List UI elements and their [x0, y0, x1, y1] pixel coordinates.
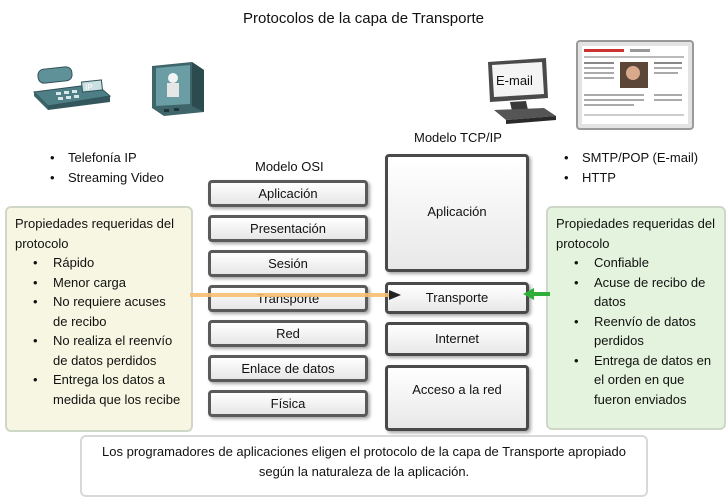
caption-line: Los programadores de aplicaciones eligen…: [102, 444, 626, 459]
diagram-title: Protocolos de la capa de Transporte: [243, 10, 484, 27]
osi-layer-physical: Física: [208, 390, 368, 417]
osi-layer-network: Red: [208, 320, 368, 347]
video-monitor-icon: [152, 62, 204, 116]
tcp-properties-panel: Propiedades requeridas del protocolo Con…: [546, 206, 726, 430]
tcpip-layer-network-access: Acceso a la red: [385, 365, 529, 431]
tcpip-layer-application: Aplicación: [385, 154, 529, 272]
tcpip-layer-transport: Transporte: [385, 282, 529, 314]
udp-properties-panel: Propiedades requeridas del protocolo Ráp…: [5, 206, 193, 432]
osi-model-label: Modelo OSI: [255, 159, 324, 174]
phone-ip-label: IP: [85, 83, 93, 92]
list-item: SMTP/POP (E-mail): [562, 148, 698, 168]
udp-arrow: [190, 290, 401, 300]
email-computer-icon: E-mail: [488, 58, 556, 124]
panel-title: Propiedades requeridas del protocolo: [15, 216, 174, 251]
right-app-list: SMTP/POP (E-mail) HTTP: [562, 148, 698, 188]
list-item: Rápido: [33, 253, 183, 273]
tcpip-model-label: Modelo TCP/IP: [414, 130, 502, 145]
computer-email-label: E-mail: [496, 73, 533, 88]
osi-layer-data-link: Enlace de datos: [208, 355, 368, 382]
list-item: Entrega los datos a medida que los recib…: [33, 370, 183, 409]
tcp-arrow: [523, 288, 550, 300]
list-item: Entrega de datos en el orden en que fuer…: [574, 351, 716, 410]
osi-layer-application: Aplicación: [208, 180, 368, 207]
caption-line: según la naturaleza de la aplicación.: [258, 464, 470, 479]
list-item: No realiza el reenvío de datos perdidos: [33, 331, 183, 370]
left-app-list: Telefonía IP Streaming Video: [48, 148, 164, 188]
tcpip-layer-internet: Internet: [385, 322, 529, 356]
osi-layer-presentation: Presentación: [208, 215, 368, 242]
osi-layer-transport: Transporte: [208, 285, 368, 312]
list-item: Acuse de recibo de datos: [574, 273, 716, 312]
list-item: Telefonía IP: [48, 148, 164, 168]
ip-phone-icon: IP: [32, 66, 112, 110]
list-item: HTTP: [562, 168, 698, 188]
osi-layer-session: Sesión: [208, 250, 368, 277]
list-item: No requiere acuses de recibo: [33, 292, 183, 331]
caption-box: Los programadores de aplicaciones eligen…: [80, 435, 648, 497]
list-item: Streaming Video: [48, 168, 164, 188]
list-item: Reenvío de datos perdidos: [574, 312, 716, 351]
panel-title: Propiedades requeridas del protocolo: [556, 216, 715, 251]
web-browser-screenshot-icon: [576, 40, 694, 130]
list-item: Confiable: [574, 253, 716, 273]
list-item: Menor carga: [33, 273, 183, 293]
